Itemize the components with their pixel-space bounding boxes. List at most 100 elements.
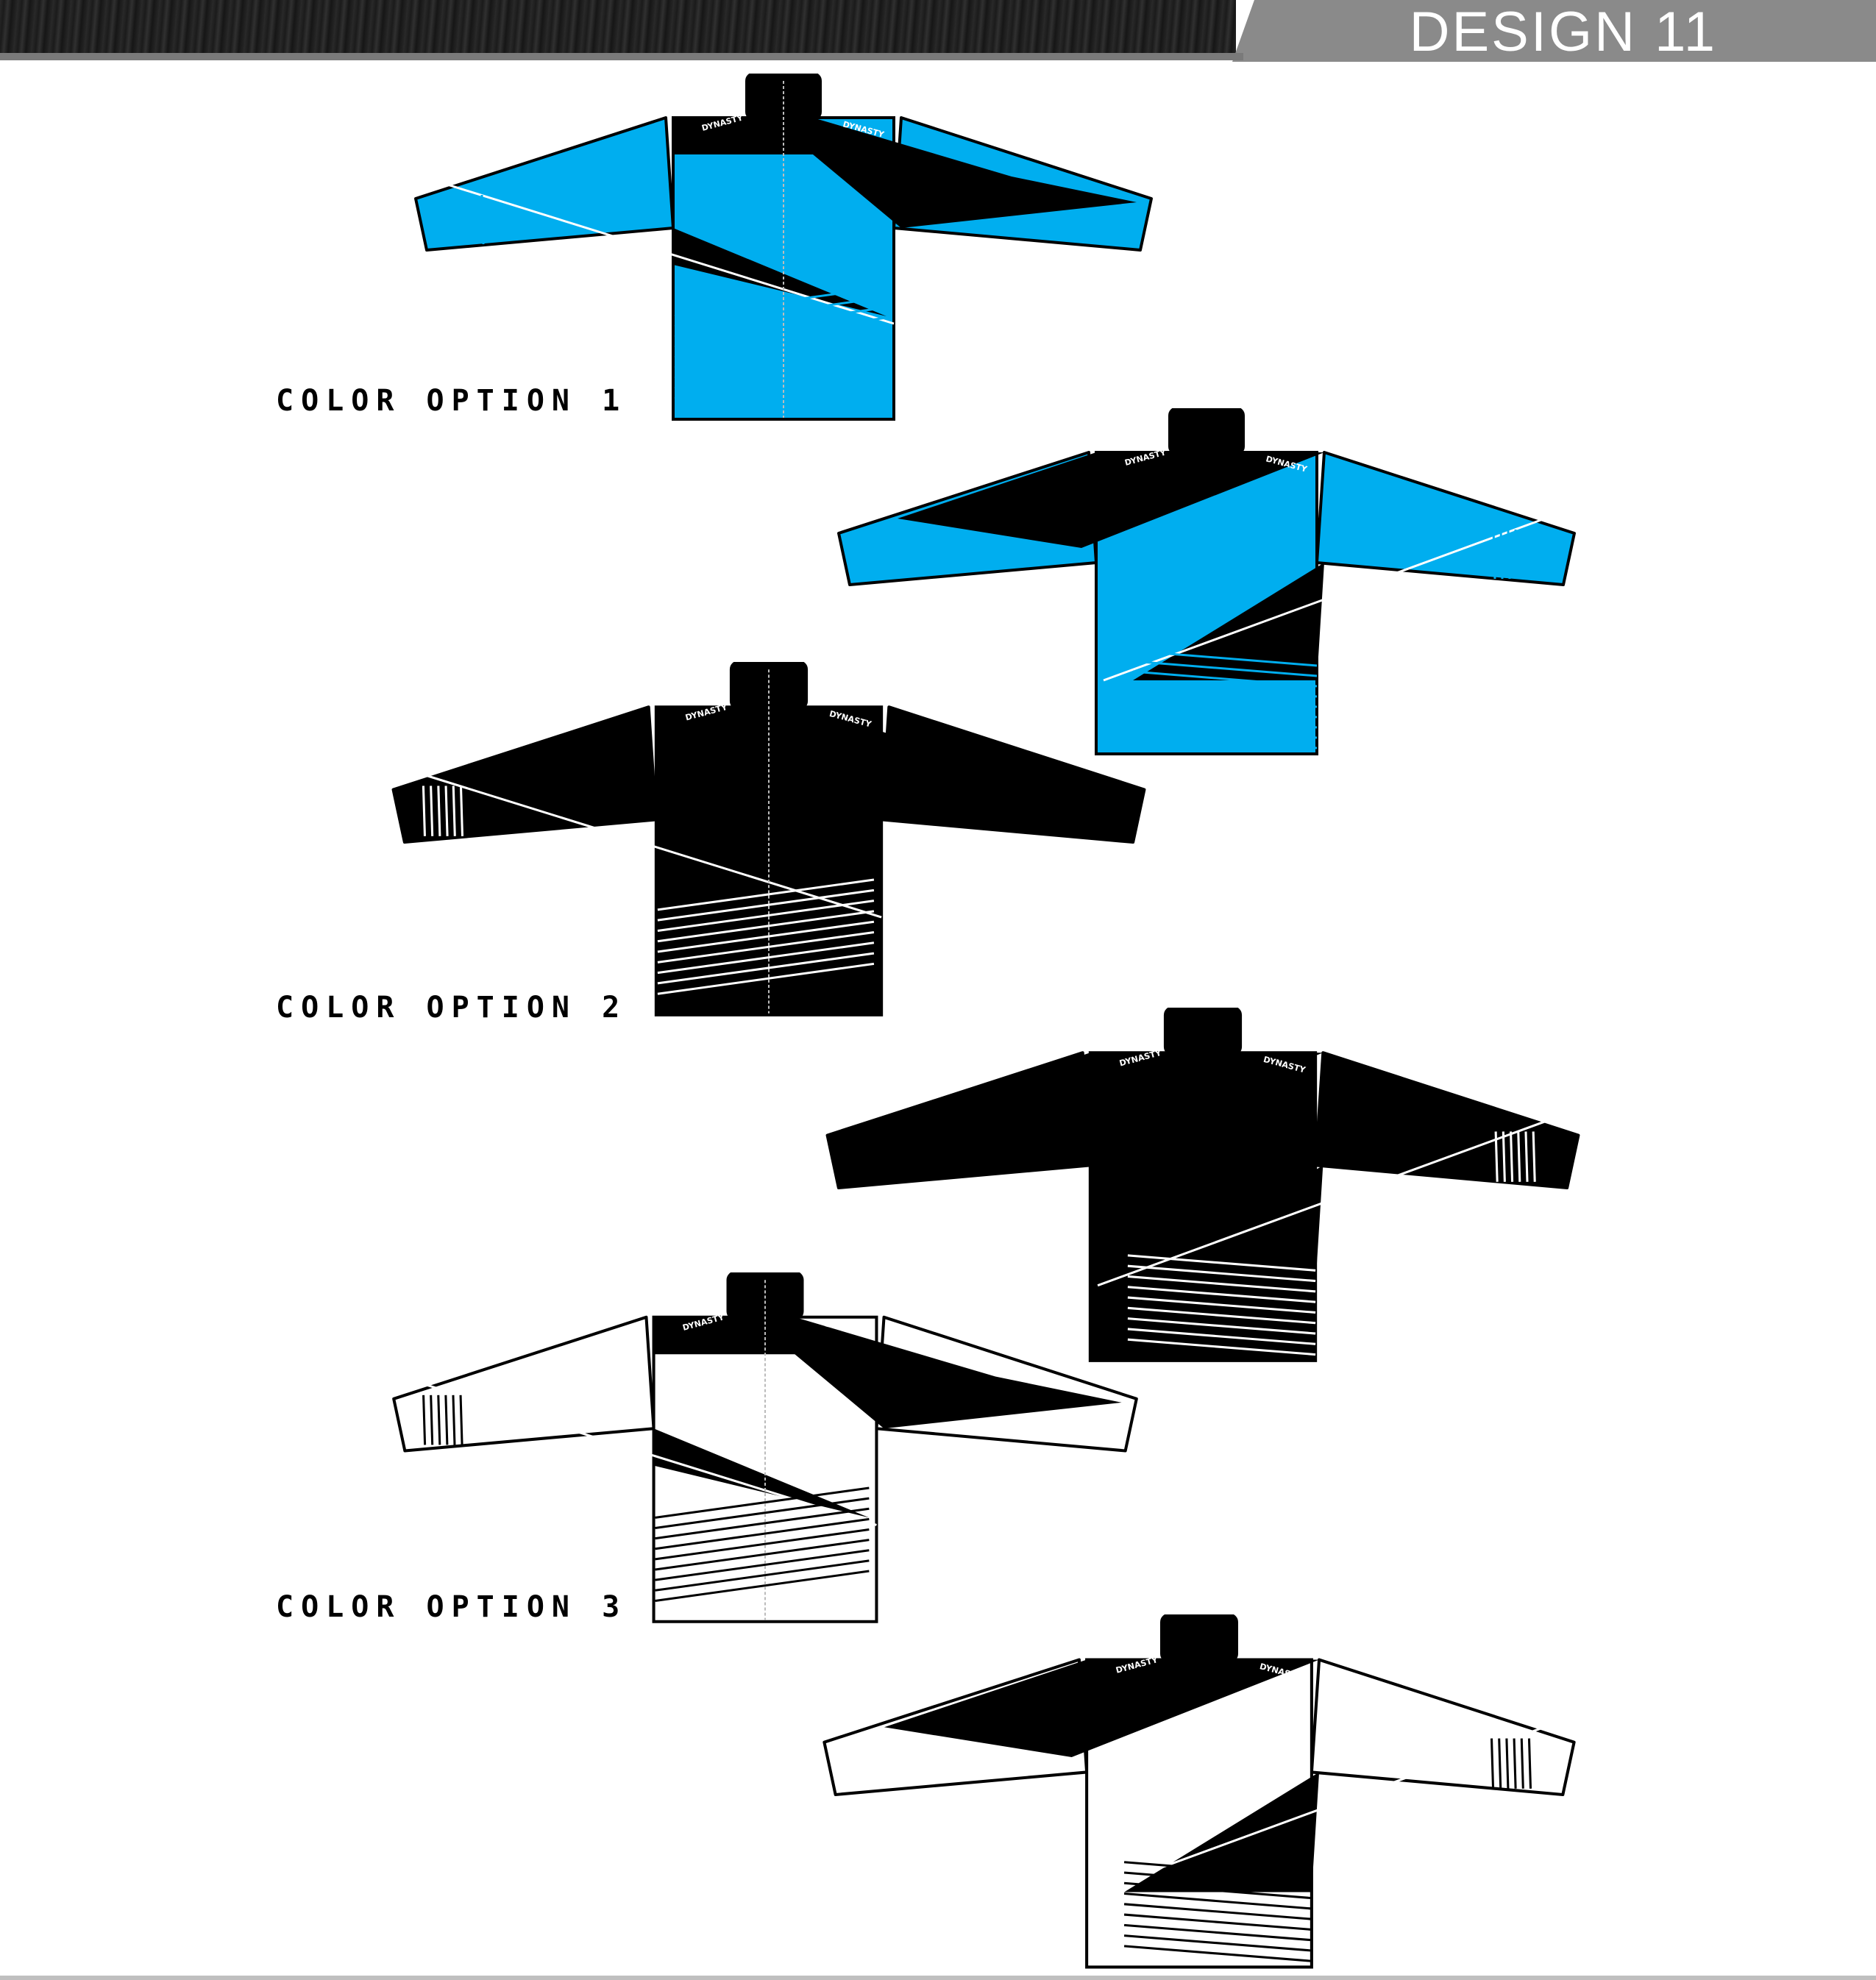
color-option-2-label: COLOR OPTION 2 xyxy=(276,991,628,1025)
sleeve-stripe xyxy=(1529,529,1533,580)
sleeve-stripe xyxy=(1510,1131,1514,1182)
hem-stripe xyxy=(1127,1317,1316,1335)
hem-stripe xyxy=(657,888,875,922)
hem-stripe xyxy=(674,337,887,369)
hem-stripe xyxy=(1123,1881,1312,1900)
sleeve-stripe xyxy=(458,194,463,245)
hem-stripe xyxy=(1127,1275,1316,1293)
right-sleeve xyxy=(1310,1658,1576,1797)
hem-stripe xyxy=(674,357,887,390)
hem-stripe xyxy=(1123,1861,1312,1878)
hem-stripe xyxy=(1127,1338,1316,1356)
hem-stripe xyxy=(655,1507,870,1540)
hem-stripe xyxy=(655,1517,870,1550)
sleeve-stripe xyxy=(444,1395,449,1445)
hem-stripe xyxy=(1123,1913,1312,1931)
hem-stripe xyxy=(1127,1254,1316,1272)
diagonal-accent-line xyxy=(444,182,895,325)
jacket-collar xyxy=(1163,1008,1243,1056)
hem-stripe xyxy=(674,347,887,380)
header-underline xyxy=(0,53,1243,60)
sleeve-stripe xyxy=(437,786,441,836)
yoke-panel-left xyxy=(673,118,813,154)
yoke-panel-left xyxy=(653,1317,795,1355)
hem-stripe xyxy=(655,1559,870,1592)
hem-stripe xyxy=(657,920,875,953)
yoke-panel xyxy=(887,1053,1323,1150)
bottom-rule xyxy=(0,1976,1876,1980)
hem-stripe xyxy=(657,930,875,964)
header-texture-bar xyxy=(0,0,1236,53)
hem-stripe xyxy=(657,941,875,975)
hem-stripe xyxy=(1132,722,1318,739)
color-option-1-label: COLOR OPTION 1 xyxy=(276,384,628,418)
sleeve-stripe xyxy=(1492,529,1496,580)
sleeve-stripe xyxy=(444,786,449,836)
hem-stripe xyxy=(655,1570,870,1602)
sleeve-stripe xyxy=(430,1395,434,1445)
page-header: DESIGN 11 xyxy=(0,0,1876,63)
left-sleeve xyxy=(392,1315,655,1453)
hem-stripe xyxy=(1132,691,1318,708)
sleeve-stripe xyxy=(451,194,455,245)
color-option-3-label: COLOR OPTION 3 xyxy=(276,1590,628,1624)
hem-stripe xyxy=(1123,1923,1312,1942)
hem-stripe xyxy=(657,900,875,932)
yoke-panel-left xyxy=(655,707,799,745)
hem-stripe xyxy=(1132,660,1318,677)
hem-stripe xyxy=(1132,711,1318,729)
hem-stripe xyxy=(1132,649,1318,667)
hem-stripe xyxy=(674,316,887,349)
sleeve-stripe xyxy=(1527,1738,1532,1789)
hem-stripe xyxy=(655,1497,870,1530)
hem-stripe xyxy=(1123,1892,1312,1910)
hem-stripe xyxy=(657,910,875,943)
sleeve-stripe xyxy=(1521,529,1526,580)
jacket-collar xyxy=(1160,1614,1238,1663)
sleeve-stripe xyxy=(1505,1738,1510,1789)
yoke-panel xyxy=(884,1659,1320,1758)
sleeve-stripe xyxy=(459,786,464,836)
left-sleeve xyxy=(391,705,658,844)
sleeve-stripe xyxy=(480,194,485,245)
hem-stripe xyxy=(1132,670,1318,688)
hem-stripe xyxy=(657,962,875,995)
hem-stripe xyxy=(1127,1328,1316,1345)
hem-stripe xyxy=(1127,1306,1316,1325)
sleeve-stripe xyxy=(444,194,448,245)
hem-stripe xyxy=(1127,1264,1316,1283)
sleeve-stripe xyxy=(466,194,470,245)
hem-stripe xyxy=(655,1549,870,1581)
right-sleeve xyxy=(1315,451,1576,586)
hem-stripe xyxy=(655,1539,870,1571)
sleeve-stripe xyxy=(452,1395,456,1445)
hem-stripe xyxy=(674,327,887,359)
hem-stripe xyxy=(1132,680,1318,698)
jacket-collar xyxy=(1168,408,1245,455)
hem-stripe xyxy=(1123,1945,1312,1962)
sleeve-stripe xyxy=(1520,1738,1524,1789)
sleeve-stripe xyxy=(452,786,456,836)
sleeve-stripe xyxy=(422,1395,427,1445)
sleeve-stripe xyxy=(459,1395,463,1445)
sleeve-stripe xyxy=(422,786,426,836)
hem-stripe xyxy=(674,368,887,400)
sleeve-stripe xyxy=(1499,529,1504,580)
left-sleeve xyxy=(414,116,675,252)
sleeve-stripe xyxy=(430,786,434,836)
yoke-panel xyxy=(898,452,1324,548)
hem-stripe xyxy=(1123,1903,1312,1920)
lower-diagonal-panel xyxy=(1127,1165,1323,1286)
sleeve-stripe xyxy=(1490,1738,1495,1789)
